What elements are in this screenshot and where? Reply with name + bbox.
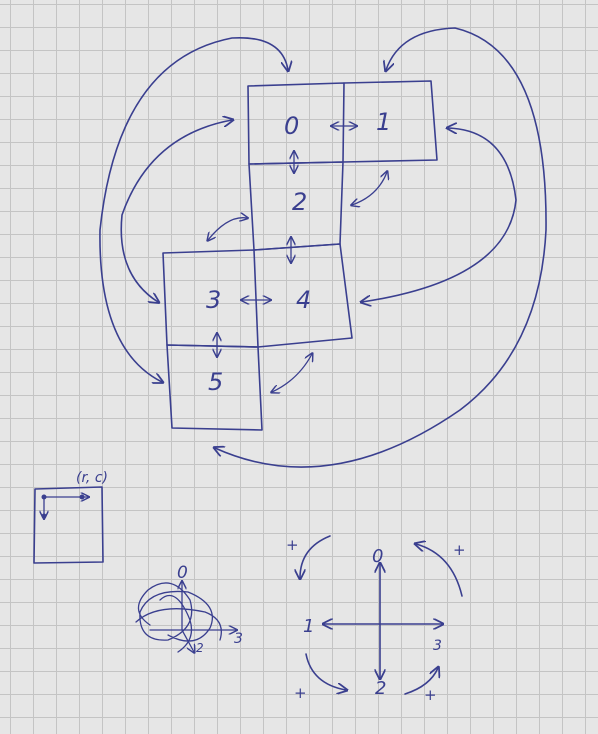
face-label-2: 2 — [292, 188, 307, 216]
coordinate-col-dot — [79, 494, 85, 500]
wrap-arrow-1-top-to-5-bottom — [215, 27, 547, 468]
coordinate-row-dot — [41, 513, 47, 519]
coordinate-label: (r, c) — [76, 470, 108, 486]
adjacency-arrow-2-3 — [208, 218, 247, 240]
coordinate-square-outline — [33, 486, 104, 564]
rotation-arc-top-right — [416, 544, 463, 597]
face-label-1: 1 — [376, 108, 391, 136]
wrap-arrow-1-right-to-4 — [362, 128, 517, 302]
adjacency-arrow-1-2 — [352, 172, 387, 205]
direction-label-up: 0 — [372, 546, 383, 567]
direction-label-down: 2 — [375, 678, 386, 699]
wrap-arrow-0-top-to-5 — [99, 37, 288, 382]
face-label-0: 0 — [284, 112, 299, 140]
direction-label-left: 1 — [303, 616, 314, 637]
scribble-loops — [135, 582, 222, 653]
rotation-arc-bottom-right — [404, 668, 438, 695]
coordinate-origin-dot — [41, 494, 47, 500]
rotation-arc-top-left — [300, 535, 331, 578]
direction-label-right: 3 — [433, 638, 442, 654]
plus-mark-bottom-right: + — [424, 686, 437, 704]
scribble-label-2: 2 — [196, 641, 204, 655]
plus-mark-top-right: + — [453, 541, 466, 559]
direction-cross: 0 1 2 3 + + + + — [286, 535, 466, 704]
face-label-4: 4 — [296, 286, 311, 314]
face-label-3: 3 — [206, 286, 221, 314]
plus-mark-top-left: + — [286, 536, 299, 554]
wrap-arrow-0-left-to-3 — [120, 120, 232, 302]
adjacency-arrow-4-5 — [272, 354, 312, 392]
plus-mark-bottom-left: + — [294, 684, 307, 702]
face-label-5: 5 — [208, 368, 223, 396]
cube-net: 0 1 2 3 4 5 — [99, 27, 547, 468]
rotation-scribble: 0 2 3 — [135, 563, 243, 655]
coordinate-square: (r, c) — [33, 470, 108, 564]
scribble-label-3: 3 — [234, 631, 243, 647]
rotation-arc-bottom-left — [305, 653, 346, 690]
scribble-label-0: 0 — [177, 563, 188, 583]
